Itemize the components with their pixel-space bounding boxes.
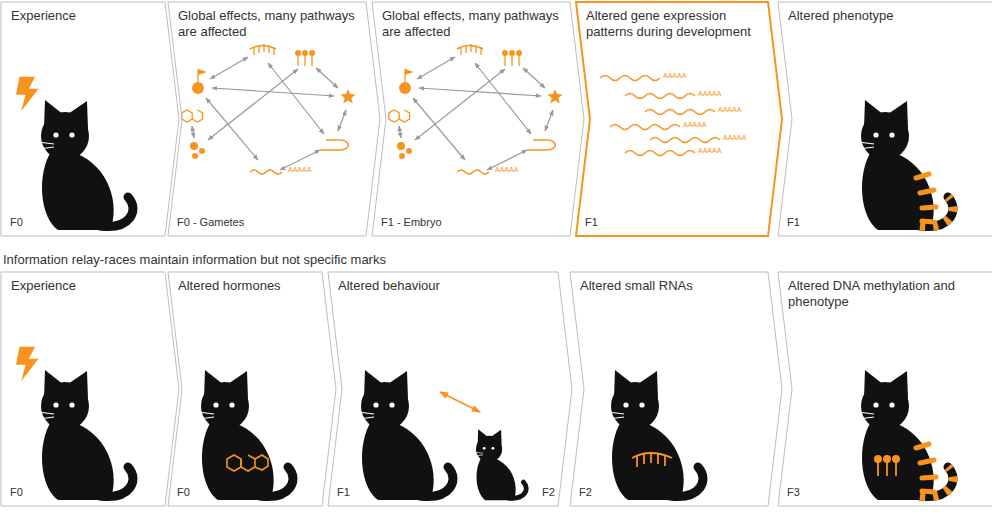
stage-panel: ExperienceF0 (1, 272, 179, 506)
mrna-transcripts (600, 76, 720, 156)
chevron-shape (576, 2, 782, 236)
polya-tail: AAAAA (723, 134, 746, 141)
chevron-shape (168, 2, 380, 236)
chevron-shape (168, 272, 336, 506)
chevron-outline (168, 272, 336, 506)
stage-panel: Altered small RNAsF2 (570, 272, 782, 506)
chevron-outline (1, 2, 179, 236)
hormone-icon (227, 455, 268, 471)
stage-panel: Global effects, many pathways are affect… (372, 2, 584, 236)
generation-label: F0 (177, 486, 190, 499)
generation-label: F1 - Embryo (381, 216, 442, 229)
polya-tail: AAAAA (683, 121, 706, 128)
stage-title: Experience (11, 278, 155, 294)
chevron-outline (570, 272, 782, 506)
stage-title: Altered DNA methylation and phenotype (788, 278, 983, 309)
generation-label: F0 (10, 486, 23, 499)
polya-tail: AAAAA (288, 166, 311, 173)
stage-title: Global effects, many pathways are affect… (382, 8, 560, 39)
generation-label: F0 - Gametes (177, 216, 244, 229)
stage-title: Global effects, many pathways are affect… (178, 8, 356, 39)
stage-title: Altered behaviour (338, 278, 548, 294)
chevron-shape (1, 2, 179, 236)
polya-tail: AAAAA (698, 147, 721, 154)
interaction-arrow (440, 392, 480, 412)
generation-label: F2 (579, 486, 592, 499)
chevron-shape (328, 272, 572, 506)
cat-figure (38, 370, 133, 500)
stage-panel: Altered DNA methylation and phenotypeF3 (778, 272, 992, 506)
generation-label: F2 (542, 486, 555, 499)
dna-methylation-icon (874, 455, 900, 476)
stage-panel: Altered gene expression patterns during … (576, 2, 782, 236)
stage-panel: Global effects, many pathways are affect… (168, 2, 380, 236)
generation-label: F1 (585, 216, 598, 229)
striped-cat-figure (858, 100, 953, 230)
chevron-shape (778, 272, 992, 506)
stage-panel: Altered hormonesF0 (168, 272, 336, 506)
stage-title: Altered gene expression patterns during … (586, 8, 758, 39)
polya-tail: AAAAA (495, 166, 518, 173)
chevron-outline (328, 272, 572, 506)
cat-figure (38, 100, 133, 230)
chevron-shape (372, 2, 584, 236)
polya-tail: AAAAA (698, 90, 721, 97)
cat-figure (608, 370, 703, 500)
chevron-outline (1, 272, 179, 506)
section-heading: Information relay-races maintain informa… (3, 252, 386, 267)
lightning-icon (16, 77, 39, 112)
polya-tail: AAAAA (718, 106, 741, 113)
polya-tail: AAAAA (663, 72, 686, 79)
stage-title: Experience (11, 8, 155, 24)
chevron-shape (778, 2, 992, 236)
small-rna-icon (632, 452, 672, 467)
stage-panel: ExperienceF0 (1, 2, 179, 236)
stage-title: Altered hormones (178, 278, 312, 294)
chevron-shape (1, 272, 179, 506)
stage-panel: Altered phenotypeF1 (778, 2, 992, 236)
stage-panel: Altered behaviourF1 F2 (328, 272, 572, 506)
lightning-icon (16, 347, 39, 382)
generation-label: F0 (10, 216, 23, 229)
stage-title: Altered phenotype (788, 8, 983, 24)
cat-figure (198, 370, 293, 500)
kitten-figure (474, 429, 526, 500)
generation-label: F1 (337, 486, 350, 499)
pathway-network (182, 44, 356, 174)
chevron-shape (570, 272, 782, 506)
generation-label: F3 (787, 486, 800, 499)
pathway-network (389, 44, 563, 174)
parent-cat-figure (358, 370, 453, 500)
chevron-outline (778, 2, 992, 236)
stage-title: Altered small RNAs (580, 278, 758, 294)
generation-label: F1 (787, 216, 800, 229)
striped-cat-figure (858, 370, 953, 500)
